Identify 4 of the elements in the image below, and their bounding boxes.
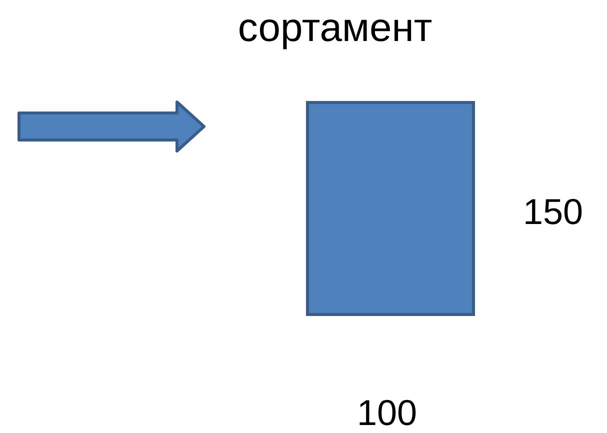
rectangle-shape <box>306 101 475 316</box>
dimension-label: 150 <box>523 191 584 233</box>
title: сортамент <box>236 6 434 51</box>
dimension-label: 100 <box>357 392 418 433</box>
